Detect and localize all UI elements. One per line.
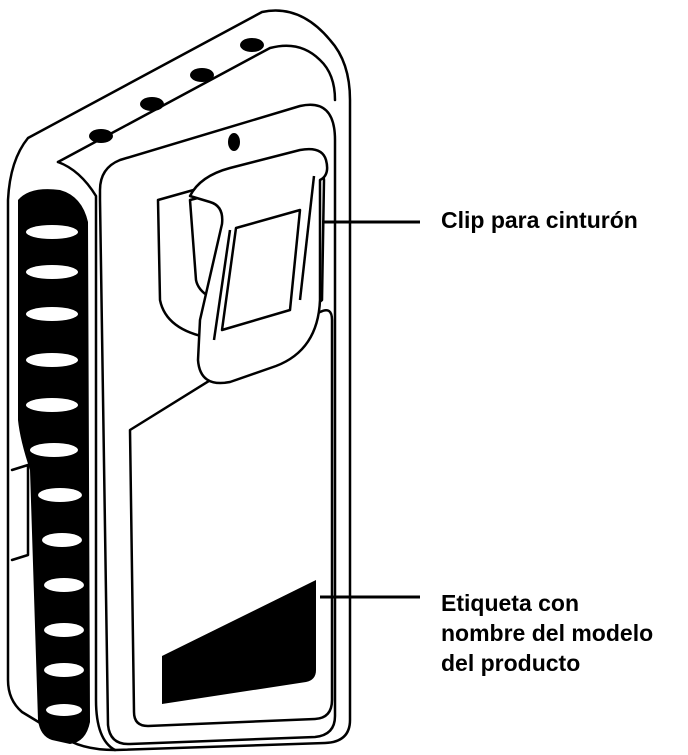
side-grip-slots xyxy=(26,225,84,716)
callout-product-label-line-3: del producto xyxy=(441,650,581,676)
top-button-3 xyxy=(190,68,214,82)
grip-slot xyxy=(26,225,78,239)
top-button-1 xyxy=(89,129,113,143)
label-area xyxy=(128,309,334,728)
belt-clip xyxy=(156,147,329,385)
callout-product-label-line-1: Etiqueta con xyxy=(441,590,580,616)
top-buttons xyxy=(89,38,264,151)
grip-slot xyxy=(30,443,78,457)
grip-slot xyxy=(42,533,82,547)
callout-product-label-line-2: nombre del modelo xyxy=(441,620,654,646)
callout-product-label: Etiqueta con nombre del modelo del produ… xyxy=(441,588,653,678)
clip-arm xyxy=(188,147,329,385)
grip-slot xyxy=(44,663,84,677)
grip-slot xyxy=(26,353,78,367)
grip-slot xyxy=(44,578,84,592)
grip-slot xyxy=(38,488,82,502)
clip-arm-slot-left xyxy=(212,229,232,341)
callout-belt-clip: Clip para cinturón xyxy=(441,207,638,233)
clip-arm-slot-mid xyxy=(220,208,302,332)
back-panel xyxy=(98,103,337,746)
device-body xyxy=(6,9,352,752)
grip-slot xyxy=(46,704,82,716)
top-button-2 xyxy=(140,97,164,111)
clip-arm-slot-right xyxy=(298,175,316,301)
grip-slot xyxy=(26,265,78,279)
side-face-edge xyxy=(56,160,117,752)
top-notch xyxy=(228,133,240,151)
top-face-edge xyxy=(56,44,337,164)
top-button-4 xyxy=(240,38,264,52)
model-label-bar xyxy=(162,580,316,704)
side-grip xyxy=(18,189,90,745)
grip-slot xyxy=(44,623,84,637)
grip-slot xyxy=(26,398,78,412)
grip-slot xyxy=(26,307,78,321)
side-seam xyxy=(10,463,30,562)
